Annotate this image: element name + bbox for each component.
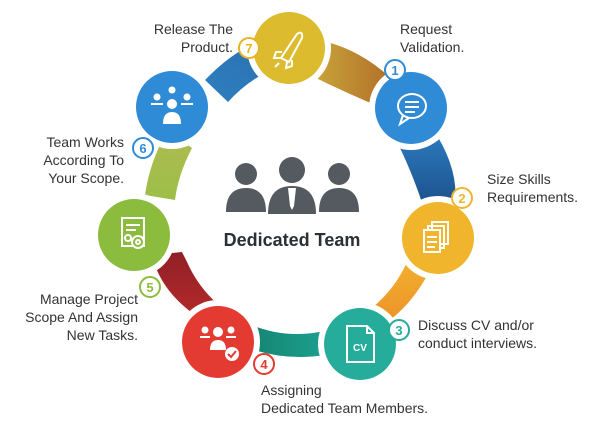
step-5-badge: 5 xyxy=(139,276,161,298)
rocket-icon xyxy=(272,31,304,70)
step-2-node xyxy=(396,196,480,280)
step-7-node xyxy=(247,6,331,90)
step-2-badge: 2 xyxy=(451,187,473,209)
svg-text:7: 7 xyxy=(245,41,252,56)
settings-document-icon xyxy=(121,217,145,249)
svg-text:4: 4 xyxy=(260,357,268,372)
svg-text:5: 5 xyxy=(146,280,153,295)
team-meeting-icon xyxy=(151,86,193,124)
step-1-node xyxy=(369,66,453,150)
step-1-label: Request Validation. xyxy=(400,21,465,55)
svg-text:1: 1 xyxy=(391,63,398,78)
ring-segment-4-5 xyxy=(152,252,222,315)
documents-icon xyxy=(423,221,449,253)
step-5-node xyxy=(92,193,176,277)
step-6-badge: 6 xyxy=(132,137,154,159)
step-4-badge: 4 xyxy=(253,353,275,375)
step-7-badge: 7 xyxy=(238,37,260,59)
step-5-label: Manage Project Scope And Assign New Task… xyxy=(25,291,138,343)
step-3-label: Discuss CV and/or conduct interviews. xyxy=(418,317,538,351)
chat-bubble-icon xyxy=(397,93,427,127)
svg-text:2: 2 xyxy=(458,191,465,206)
center-title: Dedicated Team xyxy=(224,230,361,250)
svg-text:CV: CV xyxy=(353,343,367,354)
team-check-icon xyxy=(200,326,239,361)
step-4-node xyxy=(176,300,260,384)
step-4-label: Assigning Dedicated Team Members. xyxy=(261,382,429,416)
svg-text:3: 3 xyxy=(395,323,402,338)
step-6-label: Team Works According To Your Scope. xyxy=(43,134,124,186)
step-3-badge: 3 xyxy=(388,319,410,341)
step-3-node: CV xyxy=(318,302,402,386)
svg-text:6: 6 xyxy=(139,141,146,156)
step-2-label: Size Skills Requirements. xyxy=(487,171,579,205)
step-1-badge: 1 xyxy=(384,59,406,81)
cv-document-icon: CV xyxy=(346,325,375,363)
step-7-label: Release The Product. xyxy=(153,21,233,55)
team-people-icon xyxy=(226,157,359,214)
step-6-node xyxy=(130,65,214,149)
